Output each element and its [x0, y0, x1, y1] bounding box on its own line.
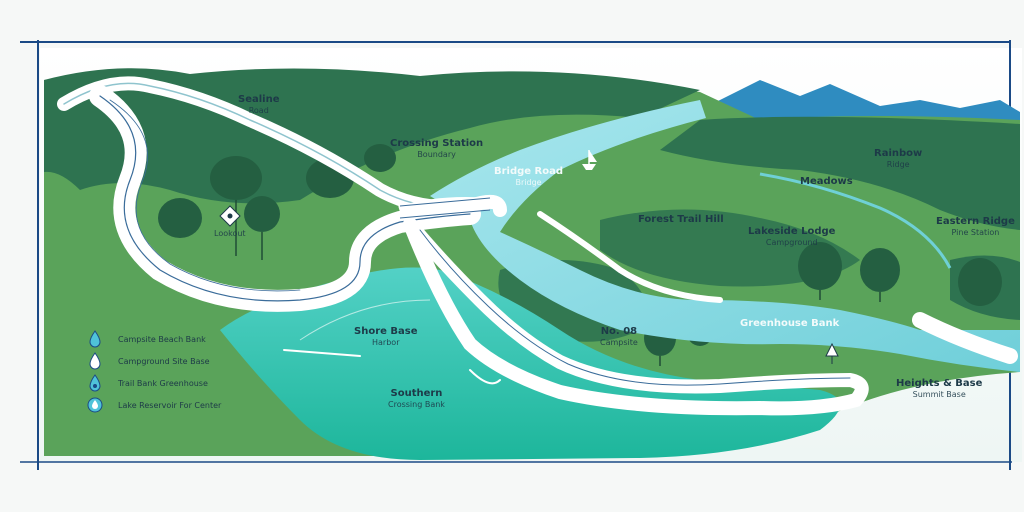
label-title: Forest Trail Hill — [638, 214, 724, 225]
label-greenhouse: Greenhouse Bank — [740, 318, 839, 329]
label-sealine: Sealine Road — [238, 94, 280, 116]
label-sub: Pine Station — [951, 228, 1000, 237]
label-title: Lakeside Lodge — [748, 226, 836, 237]
river-channel — [430, 100, 1020, 372]
water-drop-icon — [86, 374, 104, 392]
label-ridge: Rainbow Ridge — [874, 148, 922, 170]
label-marker: Lookout — [214, 228, 246, 239]
label-sub: Crossing Bank — [388, 400, 445, 409]
stream — [759, 172, 952, 269]
label-title: Shore Base — [354, 326, 418, 337]
label-sunrise: Southern Crossing Bank — [388, 388, 445, 410]
label-harbor: Shore Base Harbor — [354, 326, 418, 348]
label-title: Crossing Station — [390, 138, 484, 149]
label-sub: Campsite — [600, 338, 638, 347]
label-title: Southern — [390, 388, 443, 399]
lake-ripple — [299, 299, 431, 341]
label-no-08: No. 08 Campsite — [600, 326, 638, 348]
label-title: Sealine — [238, 94, 280, 105]
label-east-ridge: Eastern Ridge Pine Station — [936, 216, 1015, 238]
label-lake-center: Lakeside Lodge Campground — [748, 226, 835, 248]
sailboat-icon — [582, 150, 597, 170]
tree-trunks — [235, 200, 881, 366]
legend-text: Campsite Beach Bank — [118, 334, 206, 344]
label-bridge: Bridge Road Bridge — [494, 166, 563, 188]
label-sub: Ridge — [886, 160, 910, 169]
pin-marker-icon — [825, 342, 839, 364]
label-title: Bridge Road — [494, 166, 564, 177]
forest-center — [600, 209, 860, 287]
label-title: Heights & Base — [896, 378, 983, 389]
label-heights: Heights & Base Summit Base — [896, 378, 982, 400]
label-crossing: Crossing Station Boundary — [390, 138, 483, 160]
label-forest-west: Forest Trail Hill — [638, 214, 724, 225]
label-sub: Harbor — [372, 338, 400, 347]
label-sub: Bridge — [515, 178, 542, 187]
legend-item: Trail Bank Greenhouse — [86, 372, 256, 394]
legend-text: Trail Bank Greenhouse — [118, 378, 208, 388]
forest-east — [660, 116, 1020, 230]
label-title: Greenhouse Bank — [740, 318, 840, 329]
label-sub: Summit Base — [912, 390, 966, 399]
label-sub: Road — [248, 106, 269, 115]
water-drop-icon — [86, 352, 104, 370]
road-network — [57, 76, 1018, 416]
legend-text: Lake Reservoir For Center — [118, 400, 222, 410]
legend-item: Campsite Beach Bank — [86, 328, 256, 350]
legend-item: Lake Reservoir For Center — [86, 394, 256, 416]
lookout-marker-icon — [219, 205, 241, 227]
legend-text: Campground Site Base — [118, 356, 210, 366]
label-title: No. 08 — [600, 326, 638, 337]
label-sub: Boundary — [417, 150, 456, 159]
label-title: Rainbow — [874, 148, 923, 159]
label-sub: Lookout — [214, 229, 246, 238]
bridge — [398, 197, 491, 219]
label-meadows: Meadows — [800, 176, 853, 187]
label-sub: Campground — [765, 238, 818, 247]
map-legend: Campsite Beach Bank Campground Site Base… — [86, 328, 256, 416]
label-title: Eastern Ridge — [936, 216, 1015, 227]
water-drop-icon — [86, 396, 104, 414]
water-drop-icon — [86, 330, 104, 348]
legend-item: Campground Site Base — [86, 350, 256, 372]
label-title: Meadows — [800, 176, 853, 187]
